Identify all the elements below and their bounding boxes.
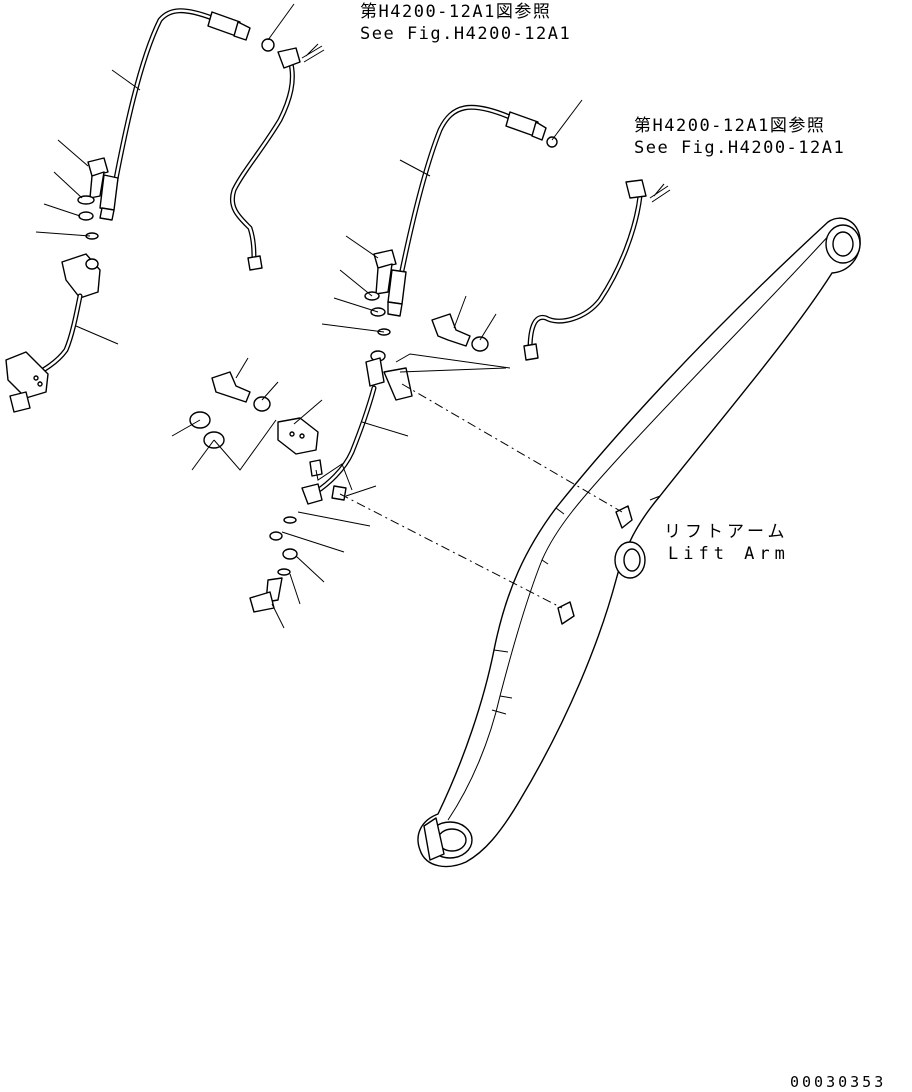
center-tube-clamp	[301, 350, 413, 505]
left-bolt-stack	[77, 157, 109, 240]
center-bolt	[431, 313, 471, 347]
center-line-upper	[401, 383, 623, 513]
leader-lines	[35, 3, 583, 629]
lower-fittings	[249, 516, 298, 613]
drawing-code: 00030353	[790, 1073, 887, 1091]
clamp-block	[277, 417, 323, 477]
lift-arm	[417, 217, 861, 868]
right-hose-assembly	[387, 104, 671, 361]
lift-arm-label-en: Lift Arm	[668, 544, 790, 564]
right-bolt-stack	[364, 249, 397, 336]
arm-bracket-upper	[615, 505, 633, 529]
reference-label-left-jp: 第H4200-12A1図参照	[360, 2, 552, 22]
left-tube-clamp	[5, 253, 101, 413]
lift-arm-label-jp: リフトアーム	[664, 522, 789, 542]
reference-label-right-jp: 第H4200-12A1図参照	[634, 116, 826, 136]
center-washer	[471, 336, 489, 352]
lower-bolt	[211, 371, 251, 403]
lower-washer	[253, 396, 271, 412]
reference-label-right-en: See Fig.H4200-12A1	[634, 138, 846, 158]
left-hose-assembly	[99, 8, 325, 271]
center-line-lower	[339, 493, 563, 609]
reference-label-left-en: See Fig.H4200-12A1	[360, 24, 572, 44]
